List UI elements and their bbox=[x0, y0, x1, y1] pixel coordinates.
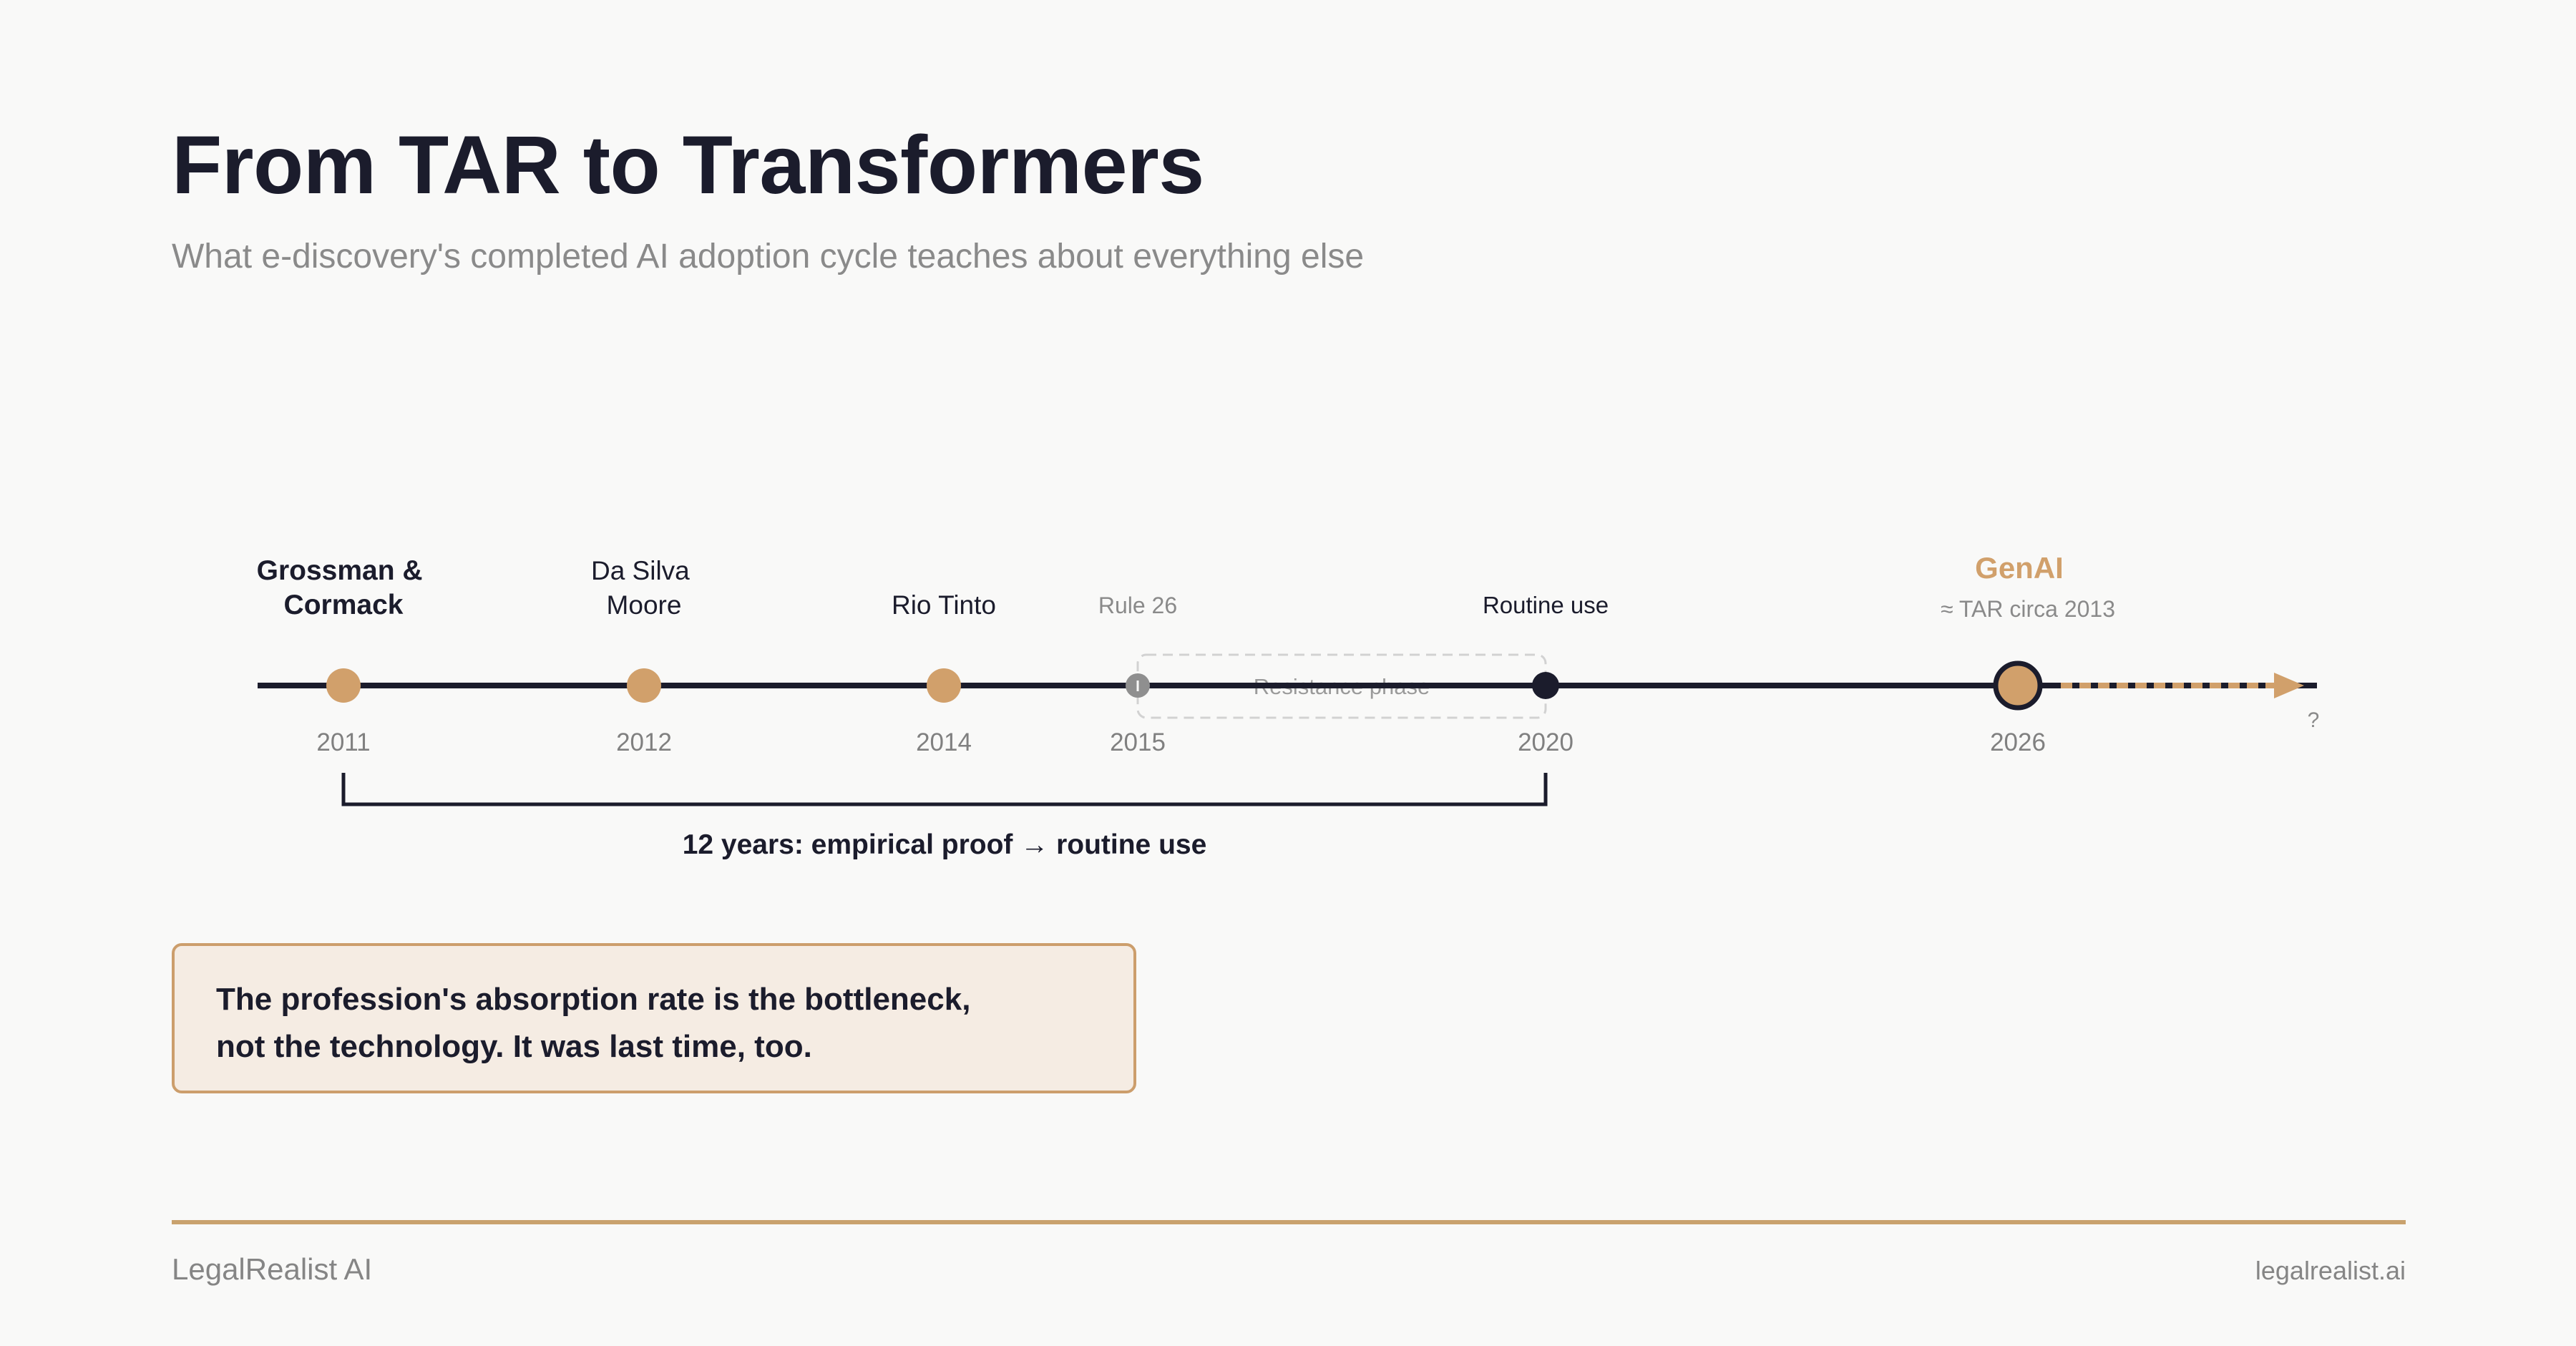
footer-brand: LegalRealist AI bbox=[172, 1252, 373, 1286]
page-subtitle: What e-discovery's completed AI adoption… bbox=[172, 238, 1365, 275]
footer-divider bbox=[172, 1220, 2406, 1224]
milestone-label-2012-line-2: Moore bbox=[607, 590, 682, 620]
callout-line-1: The profession's absorption rate is the … bbox=[216, 982, 971, 1017]
milestone-label-2011-line-2: Cormack bbox=[284, 590, 404, 620]
milestone-label-2014: Rio Tinto bbox=[892, 590, 996, 620]
year-label-2020: 2020 bbox=[1518, 728, 1574, 756]
milestone-label-2020: Routine use bbox=[1483, 592, 1609, 618]
span-label: 12 years: empirical proof → routine use bbox=[683, 829, 1207, 860]
callout-line-2: not the technology. It was last time, to… bbox=[216, 1029, 812, 1064]
year-label-2012: 2012 bbox=[616, 728, 672, 756]
milestone-marker-2020 bbox=[1532, 672, 1559, 699]
timeline-diagram: Resistance phase ? Grossman & Cormack Da… bbox=[257, 551, 2320, 860]
span-bracket bbox=[341, 773, 1548, 806]
future-arrowhead-icon bbox=[2274, 673, 2304, 698]
page-title: From TAR to Transformers bbox=[172, 120, 1204, 211]
milestone-marker-2026 bbox=[1993, 660, 2043, 711]
year-label-2026: 2026 bbox=[1990, 728, 2046, 756]
milestone-label-2026: GenAI bbox=[1975, 551, 2064, 585]
milestone-label-2012-line-1: Da Silva bbox=[591, 556, 690, 585]
milestone-sublabel-2026: ≈ TAR circa 2013 bbox=[1941, 596, 2115, 622]
milestone-marker-2014 bbox=[927, 668, 961, 703]
year-label-2015: 2015 bbox=[1110, 728, 1166, 756]
footer-url: legalrealist.ai bbox=[2255, 1256, 2406, 1285]
key-insight-callout: The profession's absorption rate is the … bbox=[172, 943, 1136, 1093]
milestone-marker-2011 bbox=[326, 668, 361, 703]
milestone-label-2012: Da Silva Moore bbox=[591, 556, 697, 620]
milestone-label-2011: Grossman & Cormack bbox=[257, 555, 431, 620]
future-question-mark: ? bbox=[2308, 708, 2320, 732]
milestone-label-2011-line-1: Grossman & bbox=[257, 555, 423, 586]
year-label-2011: 2011 bbox=[316, 728, 370, 756]
year-label-2014: 2014 bbox=[916, 728, 972, 756]
milestone-label-2015: Rule 26 bbox=[1098, 592, 1177, 618]
milestone-marker-2012 bbox=[627, 668, 661, 703]
